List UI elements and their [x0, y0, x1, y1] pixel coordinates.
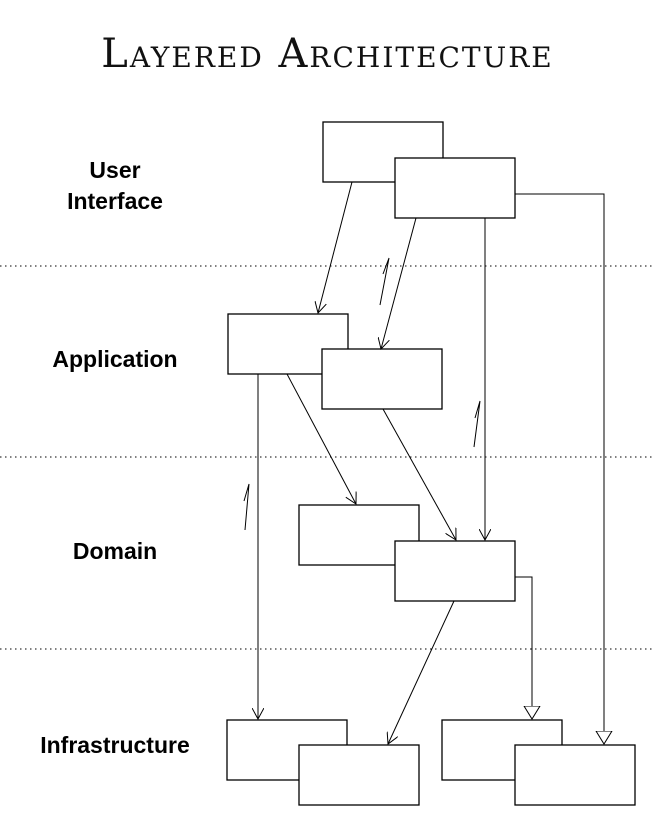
arrow-app-to-domain-front: [382, 408, 456, 540]
callback-mark-app-infra: [243, 483, 250, 531]
layer-label-ui-line-1: User: [89, 157, 141, 183]
layer-label-infrastructure: Infrastructure: [15, 730, 215, 761]
layer-label-domain-line-1: Domain: [72, 538, 158, 564]
ui-box-front: [394, 157, 516, 219]
infra-box-2-front: [514, 744, 636, 806]
app-box-front: [321, 348, 443, 410]
arrow-ui-to-app-front: [381, 217, 417, 349]
layer-label-application-line-1: Application: [52, 346, 178, 372]
arrow-domain-to-infra-interface: [515, 576, 532, 719]
arrow-app-to-domain-back: [286, 373, 356, 504]
arrow-ui-to-infra-interface: [515, 193, 604, 744]
callback-mark-ui-domain: [473, 400, 481, 448]
arrow-domain-to-infra: [388, 600, 455, 744]
infra-box-1-front: [298, 744, 420, 806]
layer-label-infrastructure-line-1: Infrastructure: [40, 732, 190, 758]
layer-label-domain: Domain: [15, 536, 215, 567]
layer-label-application: Application: [15, 344, 215, 375]
layer-label-ui: User Interface: [15, 155, 215, 217]
page-title: Layered Architecture: [101, 31, 554, 77]
arrow-ui-to-app-back: [318, 181, 353, 313]
layer-label-ui-line-2: Interface: [67, 188, 163, 214]
domain-box-front: [394, 540, 516, 602]
callback-mark-ui-app: [379, 257, 390, 306]
